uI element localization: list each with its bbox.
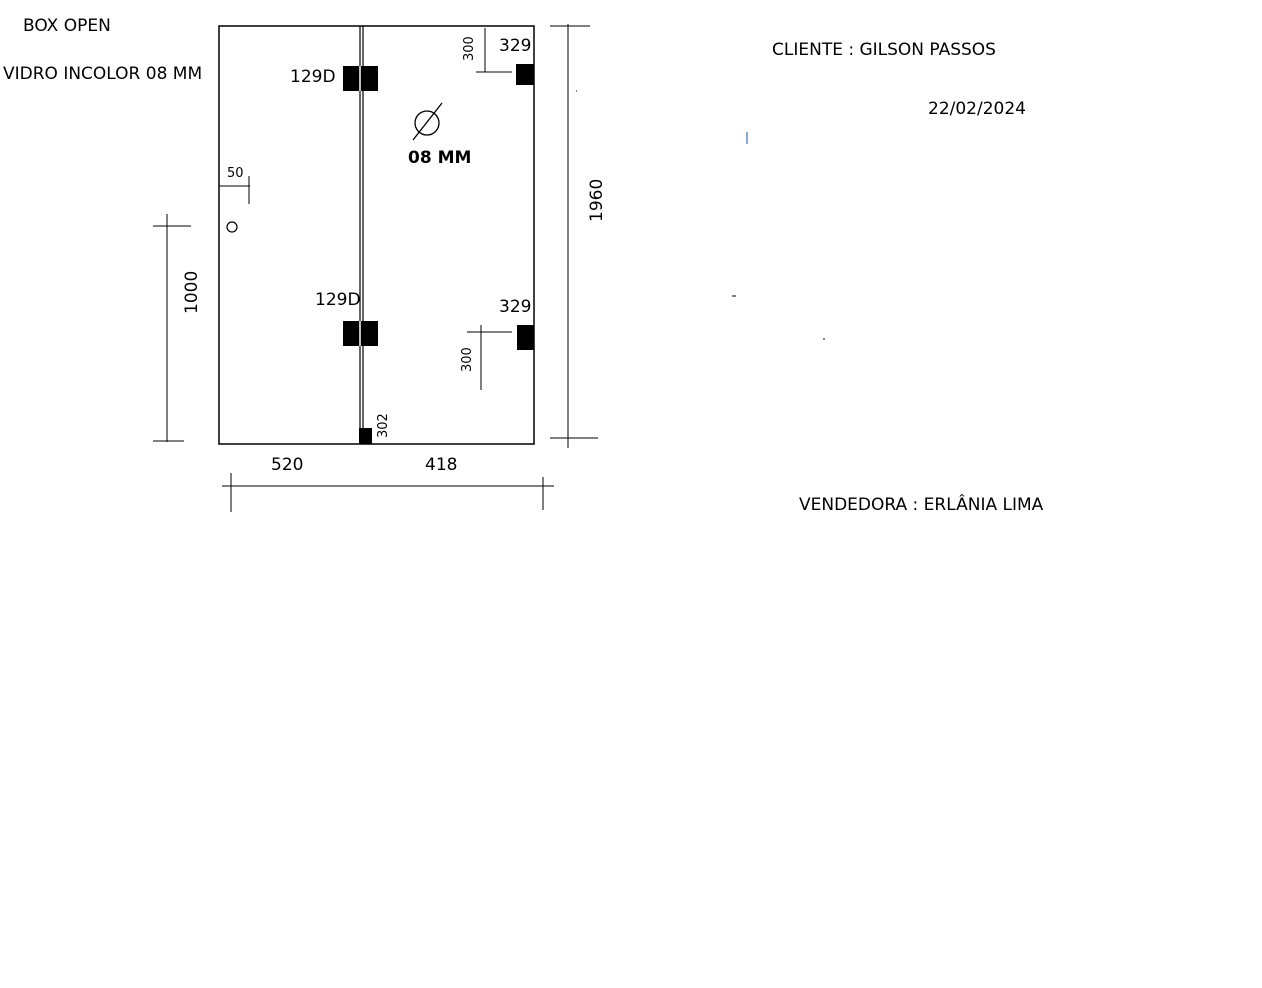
dim-height-total: 1960 — [587, 178, 607, 222]
clip-bottom-label: 329 — [499, 297, 532, 317]
glass-panel-outline — [218, 25, 535, 445]
hinge-top-label: 129D — [290, 67, 336, 87]
dim-hole-offset: 50 — [227, 166, 244, 181]
client-name: CLIENTE : GILSON PASSOS — [772, 40, 996, 60]
dim-width-left: 520 — [271, 455, 304, 475]
floor-piece-label: 302 — [376, 413, 391, 438]
dim-bottom-offset: 300 — [460, 347, 475, 372]
product-title: BOX OPEN — [23, 16, 111, 36]
dim-top-offset: 300 — [462, 36, 477, 61]
clip-bottom — [517, 325, 534, 350]
hinge-bottom-label: 129D — [315, 290, 361, 310]
order-date: 22/02/2024 — [928, 99, 1026, 119]
dim-width-right: 418 — [425, 455, 458, 475]
floor-piece — [359, 428, 372, 444]
seller-name: VENDEDORA : ERLÂNIA LIMA — [799, 495, 1044, 515]
diameter-icon — [414, 110, 440, 136]
glass-spec: VIDRO INCOLOR 08 MM — [3, 64, 203, 84]
handle-hole — [226, 221, 238, 233]
clip-top — [516, 64, 534, 85]
clip-top-label: 329 — [499, 36, 532, 56]
dim-height-handle: 1000 — [182, 270, 202, 314]
diameter-label: 08 MM — [408, 148, 472, 168]
